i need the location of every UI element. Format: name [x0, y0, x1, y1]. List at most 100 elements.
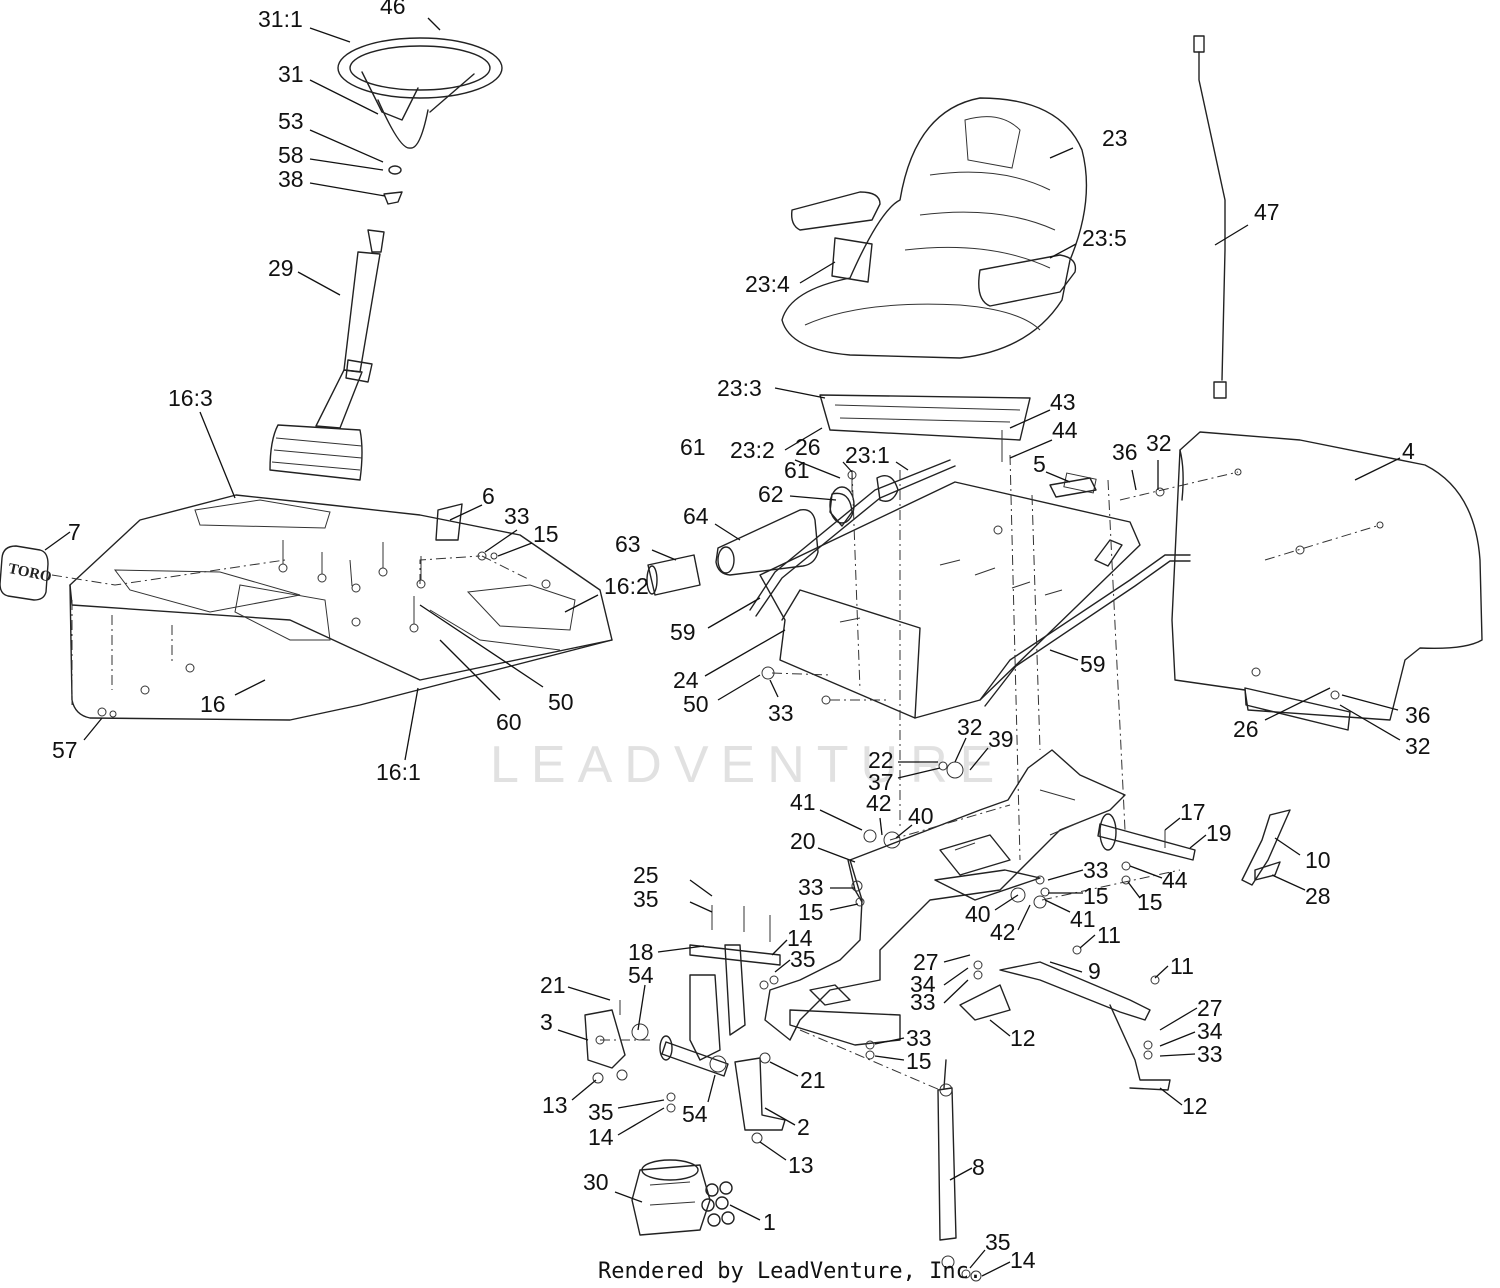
callout-58: 58 — [278, 142, 304, 168]
floor-dashlines — [51, 555, 531, 705]
callout-33-e: 33 — [910, 989, 936, 1015]
callout-9: 9 — [1088, 958, 1101, 984]
callout-14-a: 14 — [787, 925, 813, 951]
callout-16-3: 16:3 — [168, 385, 213, 411]
watermark: LEADVENTURE — [490, 736, 1006, 794]
callout-33-g: 33 — [1197, 1041, 1223, 1067]
seat — [781, 97, 1088, 441]
callout-21-b: 21 — [800, 1067, 826, 1093]
callout-40-b: 40 — [965, 901, 991, 927]
callout-11-a: 11 — [1097, 922, 1121, 948]
callout-23-3: 23:3 — [717, 375, 762, 401]
callout-11-b: 11 — [1170, 953, 1194, 979]
callout-36-a: 36 — [1112, 439, 1138, 465]
callout-30: 30 — [583, 1169, 609, 1195]
seat-plate-fasteners — [761, 454, 1126, 861]
callout-8: 8 — [972, 1154, 985, 1180]
leader-lines — [44, 17, 1401, 1277]
callout-21-a: 21 — [540, 972, 566, 998]
toro-badge: TORO — [0, 545, 53, 601]
callout-13-b: 13 — [788, 1152, 814, 1178]
callout-44-b: 44 — [1162, 867, 1188, 893]
callout-16-1: 16:1 — [376, 759, 421, 785]
tubes-62-63-64 — [646, 486, 855, 596]
callout-29: 29 — [268, 255, 294, 281]
callout-59-b: 59 — [1080, 651, 1106, 677]
callout-14-c: 14 — [1010, 1247, 1036, 1273]
callout-26-b: 26 — [1233, 716, 1259, 742]
callout-50-b: 50 — [683, 691, 709, 717]
callout-10: 10 — [1305, 847, 1331, 873]
callout-20: 20 — [790, 828, 816, 854]
callout-54-b: 54 — [682, 1101, 708, 1127]
seat-rails — [749, 459, 1191, 707]
callout-36-b: 36 — [1405, 702, 1431, 728]
callout-33-d: 33 — [798, 874, 824, 900]
callout-41-a: 41 — [790, 789, 816, 815]
callout-16-2: 16:2 — [604, 573, 649, 599]
callout-50-a: 50 — [548, 689, 574, 715]
fender — [1119, 431, 1483, 731]
callout-33-c: 33 — [1083, 857, 1109, 883]
callout-22: 22 — [868, 747, 894, 773]
callout-17: 17 — [1180, 799, 1206, 825]
callout-33-a: 33 — [504, 503, 530, 529]
callout-5: 5 — [1033, 451, 1046, 477]
callout-63: 63 — [615, 531, 641, 557]
callout-35-c: 35 — [588, 1099, 614, 1125]
bracket-2 — [734, 1057, 786, 1131]
callout-41-b: 41 — [1070, 906, 1096, 932]
callout-labels: 46 31:1 31 53 58 38 29 16:3 7 6 33 15 16… — [52, 0, 1431, 1273]
callout-42-a: 42 — [866, 790, 892, 816]
decal-6 — [435, 503, 463, 541]
decal-5 — [1049, 477, 1097, 498]
callout-35-a: 35 — [633, 886, 659, 912]
frame — [764, 749, 1126, 1046]
callout-35-d: 35 — [985, 1229, 1011, 1255]
callout-31-1: 31:1 — [258, 6, 303, 32]
callout-37: 37 — [868, 769, 894, 795]
steering-wheel — [337, 37, 503, 149]
callout-27-b: 27 — [1197, 995, 1223, 1021]
callout-59-a: 59 — [670, 619, 696, 645]
steering-column — [269, 229, 385, 481]
callout-23-4: 23:4 — [745, 271, 790, 297]
callout-23-2: 23:2 — [730, 437, 775, 463]
callout-4: 4 — [1402, 438, 1415, 464]
callout-62: 62 — [758, 481, 784, 507]
callout-43: 43 — [1050, 389, 1076, 415]
brand-label: TORO — [7, 561, 53, 586]
callout-32-c: 32 — [957, 714, 983, 740]
callout-38: 38 — [278, 166, 304, 192]
callout-13-a: 13 — [542, 1092, 568, 1118]
callout-34-b: 34 — [1197, 1018, 1223, 1044]
callout-2: 2 — [797, 1114, 810, 1140]
callout-15-e: 15 — [906, 1048, 932, 1074]
linkage-arm — [959, 961, 1171, 1091]
callout-15-d: 15 — [798, 899, 824, 925]
callout-23-5: 23:5 — [1082, 225, 1127, 251]
callout-44-a: 44 — [1052, 417, 1078, 443]
bracket-3 — [584, 1009, 626, 1069]
callout-1: 1 — [763, 1209, 776, 1235]
callout-57: 57 — [52, 737, 78, 763]
callout-32-b: 32 — [1405, 733, 1431, 759]
callout-40-a: 40 — [908, 803, 934, 829]
steering-valve — [631, 1159, 711, 1236]
callout-53: 53 — [278, 108, 304, 134]
callout-42-b: 42 — [990, 919, 1016, 945]
callout-3: 3 — [540, 1009, 553, 1035]
floor-fasteners — [97, 540, 551, 718]
callout-35-b: 35 — [790, 946, 816, 972]
callout-33-f: 33 — [906, 1025, 932, 1051]
fittings — [701, 1181, 735, 1227]
callout-60: 60 — [496, 709, 522, 735]
callout-26-a: 26 — [795, 434, 821, 460]
callout-15-c: 15 — [1137, 889, 1163, 915]
footer-credit: Rendered by LeadVenture, Inc. — [598, 1259, 982, 1284]
callout-7: 7 — [68, 519, 81, 545]
callout-12-b: 12 — [1182, 1093, 1208, 1119]
callout-33-b: 33 — [768, 700, 794, 726]
callout-64: 64 — [683, 503, 709, 529]
